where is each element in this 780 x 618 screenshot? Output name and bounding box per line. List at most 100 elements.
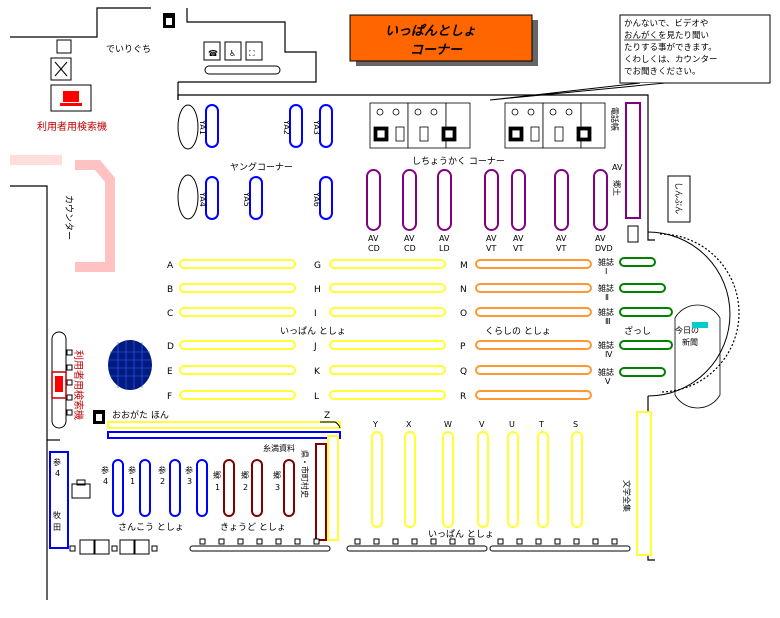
counter-label: カウンター bbox=[63, 195, 74, 240]
av-shelf-2[interactable] bbox=[402, 169, 417, 231]
shelf-row-p[interactable] bbox=[475, 340, 592, 350]
shelf-ya4[interactable] bbox=[205, 176, 219, 220]
reference-shelf-label: 参 bbox=[101, 465, 109, 475]
magazine-shelf-2[interactable] bbox=[619, 283, 666, 293]
av-shelf-label: AV bbox=[368, 234, 379, 243]
shelf-ya5[interactable] bbox=[249, 176, 263, 220]
shelf-row-h[interactable] bbox=[329, 283, 446, 293]
av-shelf-7[interactable] bbox=[593, 169, 608, 231]
reference-shelf-1[interactable] bbox=[139, 459, 151, 517]
magazine-shelf-5[interactable] bbox=[619, 367, 666, 377]
note-line-4: くわしくは、カウンター bbox=[624, 55, 718, 65]
shelf-z-vertical[interactable] bbox=[327, 435, 339, 541]
young-corner: YA1 YA2 YA3 YA4 YA5 YA6 ヤングコーナー bbox=[177, 104, 333, 220]
shelf-row-m[interactable] bbox=[475, 259, 592, 269]
local-shelf-label: 郷 bbox=[213, 471, 221, 480]
shelf-row-q[interactable] bbox=[475, 365, 592, 375]
phonebook-shelf[interactable]: 電話帳 bbox=[610, 107, 620, 131]
shelf-row-o[interactable] bbox=[475, 307, 592, 317]
literature-shelf[interactable] bbox=[636, 411, 652, 556]
shelf-row-n[interactable] bbox=[475, 283, 592, 293]
shelf-t[interactable] bbox=[537, 431, 549, 528]
shelf-row-f[interactable] bbox=[179, 390, 296, 400]
row-label: J bbox=[313, 342, 317, 352]
shelf-row-c[interactable] bbox=[179, 307, 296, 317]
magazine-area: ざっし 今日の 新聞 bbox=[624, 225, 740, 409]
reference-shelf-2[interactable] bbox=[169, 459, 181, 517]
av-local-shelf[interactable] bbox=[625, 102, 641, 219]
counter: カウンター bbox=[10, 155, 115, 272]
shelf-row-k[interactable] bbox=[329, 365, 446, 375]
svg-text:☎: ☎ bbox=[208, 49, 218, 58]
stairs-icon bbox=[245, 41, 263, 61]
magazine-shelf-label: 雑誌 bbox=[598, 283, 614, 293]
shelf-row-l[interactable] bbox=[329, 390, 446, 400]
bench-markers bbox=[199, 538, 618, 545]
itoman-shelf[interactable] bbox=[107, 431, 341, 439]
reference-shelf-3[interactable] bbox=[196, 459, 208, 517]
magazine-shelf-1[interactable] bbox=[619, 257, 656, 267]
av-shelf-4[interactable] bbox=[484, 169, 499, 231]
bottom-shelf-label: T bbox=[538, 420, 544, 429]
newspaper-today-label: 今日の bbox=[675, 325, 699, 335]
pref-history-label: 県・市町村史 bbox=[300, 450, 310, 498]
shelf-s[interactable] bbox=[571, 431, 583, 528]
shelf-y[interactable] bbox=[371, 431, 383, 528]
shelf-row-a[interactable] bbox=[179, 259, 296, 269]
av-shelf-3[interactable] bbox=[437, 169, 452, 231]
note-line-5: でお聞きください。 bbox=[624, 67, 701, 77]
search-terminal-top[interactable]: 利用者用検索機 bbox=[37, 84, 107, 133]
shelf-w[interactable] bbox=[442, 431, 454, 528]
large-print-shelf[interactable] bbox=[107, 421, 341, 429]
shelf-ya1[interactable] bbox=[205, 104, 219, 148]
makita-label: 牧 bbox=[53, 510, 61, 520]
local-shelf-3[interactable] bbox=[283, 459, 295, 517]
magazine-shelf-4[interactable] bbox=[619, 340, 673, 350]
shelf-ya3[interactable] bbox=[319, 104, 333, 148]
row-label: D bbox=[167, 342, 174, 352]
bottom-shelf-label: W bbox=[444, 420, 452, 429]
shelf-row-j[interactable] bbox=[329, 340, 446, 350]
magazine-shelf-3[interactable] bbox=[619, 307, 673, 317]
shelf-row-g[interactable] bbox=[329, 259, 446, 269]
row-label: L bbox=[314, 392, 319, 402]
av-corner-label: しちょうかく コーナー bbox=[412, 156, 505, 167]
shelf-row-d[interactable] bbox=[179, 340, 296, 350]
row-label: G bbox=[314, 261, 321, 271]
row-label: N bbox=[460, 285, 467, 295]
av-shelf-6[interactable] bbox=[554, 169, 569, 231]
local-shelf-1[interactable] bbox=[223, 459, 235, 517]
search-terminal-left-label: 利用者用検索機 bbox=[72, 350, 85, 420]
shelf-u[interactable] bbox=[507, 431, 519, 528]
newspaper-box-label: しんぶん bbox=[674, 182, 683, 214]
corner-title: いっぱんとしょ コーナー bbox=[349, 14, 538, 66]
shelf-v[interactable] bbox=[477, 431, 489, 528]
shelf-row-r[interactable] bbox=[475, 390, 592, 400]
title-line-1: いっぱんとしょ bbox=[385, 23, 476, 39]
local-shelf-label: 郷 bbox=[241, 471, 249, 480]
shelf-row-b[interactable] bbox=[179, 283, 296, 293]
av-shelf-label: AV bbox=[556, 234, 567, 243]
local-books-label: きょうど としょ bbox=[220, 522, 286, 533]
magazine-shelf-number: Ⅲ bbox=[605, 317, 611, 326]
av-shelf-1[interactable] bbox=[366, 169, 381, 231]
pref-history-shelf[interactable] bbox=[315, 443, 327, 541]
shelf-x[interactable] bbox=[404, 431, 416, 528]
newspaper-box[interactable]: しんぶん bbox=[667, 175, 691, 223]
av-shelf-5[interactable] bbox=[511, 169, 526, 231]
av-local-label: AV bbox=[612, 163, 623, 172]
av-shelf-type: CD bbox=[404, 244, 416, 253]
shelf-ya6[interactable] bbox=[319, 176, 333, 220]
reference-shelf-4[interactable] bbox=[112, 459, 124, 517]
general-books-2-label: いっぱん としょ bbox=[428, 529, 494, 540]
shelf-ya2[interactable] bbox=[289, 104, 303, 148]
shelf-row-e[interactable] bbox=[179, 365, 296, 375]
local-shelf-2[interactable] bbox=[251, 459, 263, 517]
row-label: C bbox=[167, 309, 173, 319]
note-line-2: おんがくを見たり聞い bbox=[624, 30, 709, 41]
itoman-label: 糸満資料 bbox=[263, 443, 295, 453]
shelf-row-i[interactable] bbox=[329, 307, 446, 317]
ref4-makita-shelf[interactable]: 参 4 牧 田 bbox=[49, 451, 69, 549]
note-line-3: たりする事ができます。 bbox=[624, 42, 717, 53]
